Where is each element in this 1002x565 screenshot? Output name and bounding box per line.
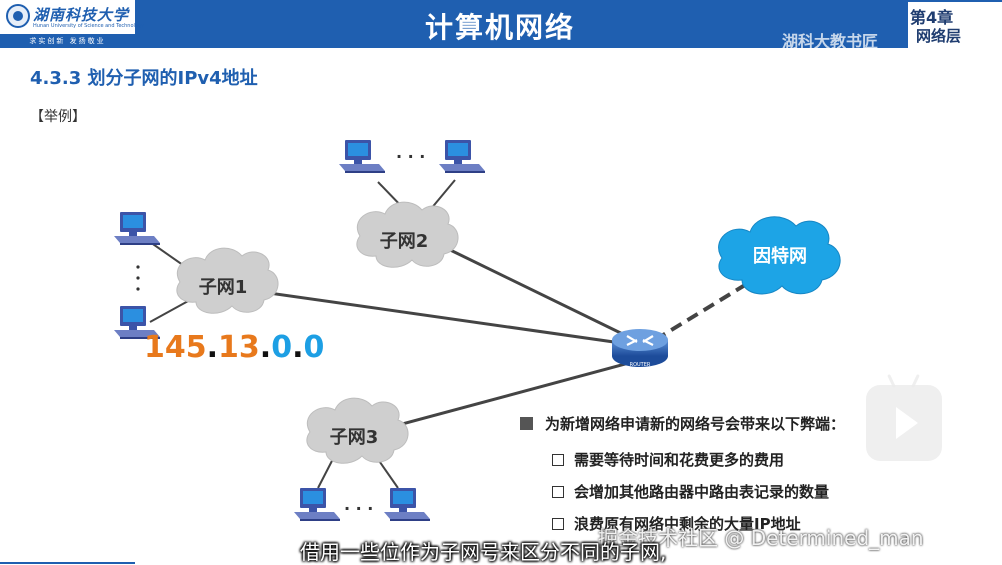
checkbox-bullet-icon: [552, 454, 564, 466]
subnet2-more-hosts: · · ·: [396, 147, 425, 166]
subnet2-cloud: [356, 201, 459, 268]
subnet1-label: 子网1: [199, 277, 248, 298]
drawback-item: 会增加其他路由器中路由表记录的数量: [552, 481, 829, 502]
link-subnet3-router: [379, 358, 641, 432]
course-title: 计算机网络: [424, 11, 575, 44]
ip-dot: .: [259, 330, 272, 365]
checkbox-bullet-icon: [552, 518, 564, 530]
ip-dot: .: [292, 330, 304, 365]
router-icon: ROUTER: [612, 329, 668, 368]
subnet2-label: 子网2: [380, 231, 429, 252]
drawback-item: 浪费原有网络中剩余的大量IP地址: [552, 513, 801, 534]
square-bullet-icon: [520, 417, 533, 430]
ip-dot: .: [206, 330, 219, 365]
internet-cloud: [718, 216, 841, 295]
drawback-item-text: 会增加其他路由器中路由表记录的数量: [574, 483, 830, 501]
subnet1-more-hosts: [136, 265, 140, 291]
drawback-item-text: 浪费原有网络中剩余的大量IP地址: [574, 515, 801, 533]
subnet1-cloud: [176, 247, 279, 314]
ip-octet-4: 0: [303, 330, 325, 365]
link-subnet2-router: [439, 243, 636, 342]
drawback-item-text: 需要等待时间和花费更多的费用: [574, 451, 785, 469]
subnet3-more-hosts: · · ·: [344, 499, 373, 518]
subnet3-host-computer-icon: [384, 488, 430, 521]
video-subtitle: 借用一些位作为子网号来区分不同的子网,: [300, 540, 667, 564]
logo-english-name: Hunan University of Science and Technolo…: [33, 23, 145, 29]
subnet3-label: 子网3: [330, 427, 379, 448]
link-subnet1-router: [247, 288, 636, 347]
ip-octet-1: 145: [144, 330, 207, 365]
example-label: 【举例】: [30, 109, 86, 125]
ip-octet-3: 0: [271, 330, 293, 365]
chapter-name: 网络层: [916, 27, 962, 45]
router-label: ROUTER: [630, 362, 651, 368]
subnet2-host-computer-icon: [339, 140, 385, 173]
drawbacks-heading: 为新增网络申请新的网络号会带来以下弊端：: [520, 413, 845, 434]
subnet3-host-computer-icon: [294, 488, 340, 521]
subnet3-cloud: [306, 397, 409, 464]
network-address: 145.13.0.0: [144, 330, 324, 365]
chapter-number: 第4章: [910, 8, 954, 27]
play-icon[interactable]: [866, 385, 942, 461]
logo-motto: 求实创新 发扬敬业: [0, 34, 135, 48]
chapter-box: [908, 2, 1002, 48]
header-watermark: 湖科大教书匠: [782, 32, 879, 48]
ip-octet-2: 13: [218, 330, 260, 365]
subnet2-host-computer-icon: [439, 140, 485, 173]
internet-label: 因特网: [753, 245, 807, 267]
logo-name: 湖南科技大学: [33, 6, 130, 24]
section-title: 4.3.3 划分子网的IPv4地址: [30, 68, 258, 89]
progress-bar-strip: [0, 562, 135, 564]
bottom-watermark: 掘金技术社区 @ Determined_man: [598, 526, 924, 550]
drawbacks-heading-text: 为新增网络申请新的网络号会带来以下弊端：: [545, 415, 846, 433]
university-logo: 湖南科技大学 Hunan University of Science and T…: [0, 0, 144, 48]
subnet1-host-computer-icon: [114, 212, 160, 245]
slide-header: 湖南科技大学 Hunan University of Science and T…: [0, 0, 1002, 48]
checkbox-bullet-icon: [552, 486, 564, 498]
link-router-internet: [653, 283, 747, 342]
drawback-item: 需要等待时间和花费更多的费用: [552, 449, 784, 470]
university-seal-icon: [6, 4, 30, 28]
